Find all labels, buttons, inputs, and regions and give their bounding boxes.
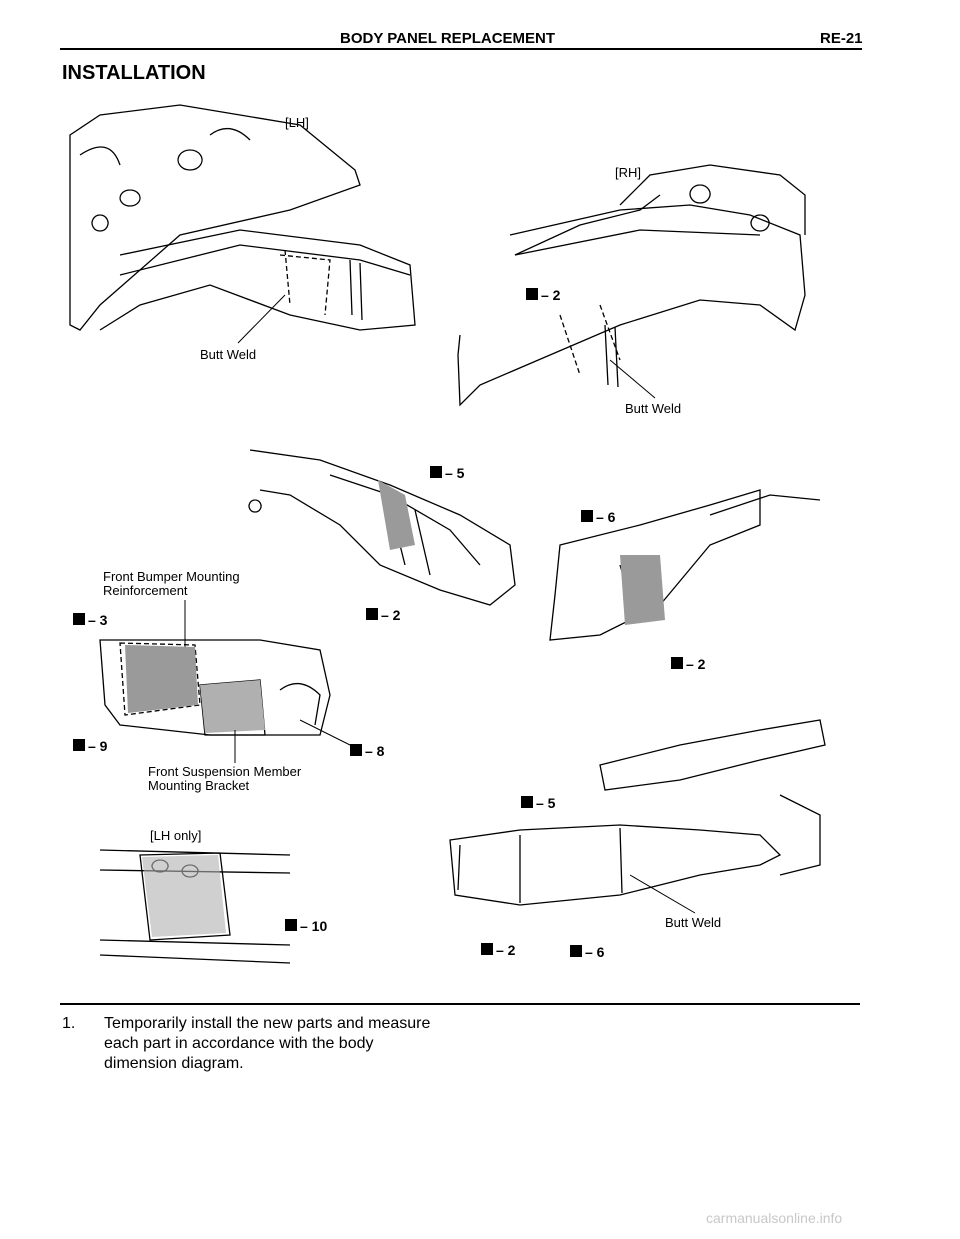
center-member-drawing (248, 449, 516, 606)
weld-symbol-icon (73, 613, 85, 625)
lh-only-callout-10: – 10 (300, 918, 327, 934)
page-code: RE-21 (820, 30, 863, 47)
bottom-callout-2: – 2 (496, 942, 516, 958)
weld-symbol-icon (73, 739, 85, 751)
weld-symbol-icon (526, 288, 538, 300)
watermark: carmanualsonline.info (706, 1210, 843, 1226)
weld-symbol-icon (350, 744, 362, 756)
bottom-butt-weld-label: Butt Weld (665, 915, 721, 930)
left-callout-8: – 8 (365, 743, 385, 759)
instruction-step: 1. Temporarily install the new parts and… (62, 1014, 442, 1074)
lh-butt-weld-leader (237, 294, 286, 344)
weld-symbol-icon (521, 796, 533, 808)
step-number: 1. (62, 1015, 76, 1032)
center-weld-zone (378, 480, 415, 550)
lh-butt-weld-label: Butt Weld (200, 347, 256, 362)
bumper-reinforcement-label-line2: Reinforcement (103, 583, 188, 598)
right-callout-6: – 6 (596, 509, 616, 525)
weld-symbol-icon (366, 608, 378, 620)
right-weld-zone (620, 555, 665, 625)
bottom-butt-weld-leader (629, 874, 696, 914)
left-callout-3: – 3 (88, 612, 108, 628)
rh-butt-weld-leader (609, 359, 656, 399)
lh-side-member-drawing (69, 104, 416, 331)
center-callout-5: – 5 (445, 465, 465, 481)
weld-symbol-icon (581, 510, 593, 522)
bottom-member-drawing (449, 719, 826, 906)
bottom-callout-6: – 6 (585, 944, 605, 960)
callout-8-leader (299, 719, 351, 746)
left-callout-9: – 9 (88, 738, 108, 754)
right-callout-2: – 2 (686, 656, 706, 672)
bottom-callout-5: – 5 (536, 795, 556, 811)
step-text: Temporarily install the new parts and me… (104, 1015, 431, 1072)
bracket-weld-zone (200, 680, 265, 733)
rh-butt-weld-label: Butt Weld (625, 401, 681, 416)
header-divider (60, 48, 862, 50)
page-header-title: BODY PANEL REPLACEMENT (340, 30, 556, 47)
installation-diagram: [LH] Butt Weld [RH] – 2 Butt Weld – 5 – … (69, 104, 826, 964)
suspension-bracket-label-line2: Mounting Bracket (148, 778, 250, 793)
weld-symbol-icon (570, 945, 582, 957)
weld-symbol-icon (285, 919, 297, 931)
section-title: INSTALLATION (62, 62, 206, 84)
lh-label: [LH] (285, 115, 309, 130)
rh-callout-2: – 2 (541, 287, 561, 303)
weld-symbol-icon (671, 657, 683, 669)
reinforcement-weld-zone (125, 645, 198, 713)
suspension-bracket-label-line1: Front Suspension Member (148, 764, 302, 779)
center-callout-2: – 2 (381, 607, 401, 623)
section-divider (60, 1003, 860, 1005)
weld-symbol-icon (481, 943, 493, 955)
bumper-reinforcement-label-line1: Front Bumper Mounting (103, 569, 240, 584)
rh-side-member-drawing (457, 164, 806, 407)
weld-symbol-icon (430, 466, 442, 478)
lh-only-weld-zone (142, 855, 226, 937)
rh-label: [RH] (615, 165, 641, 180)
lh-only-label: [LH only] (150, 828, 201, 843)
